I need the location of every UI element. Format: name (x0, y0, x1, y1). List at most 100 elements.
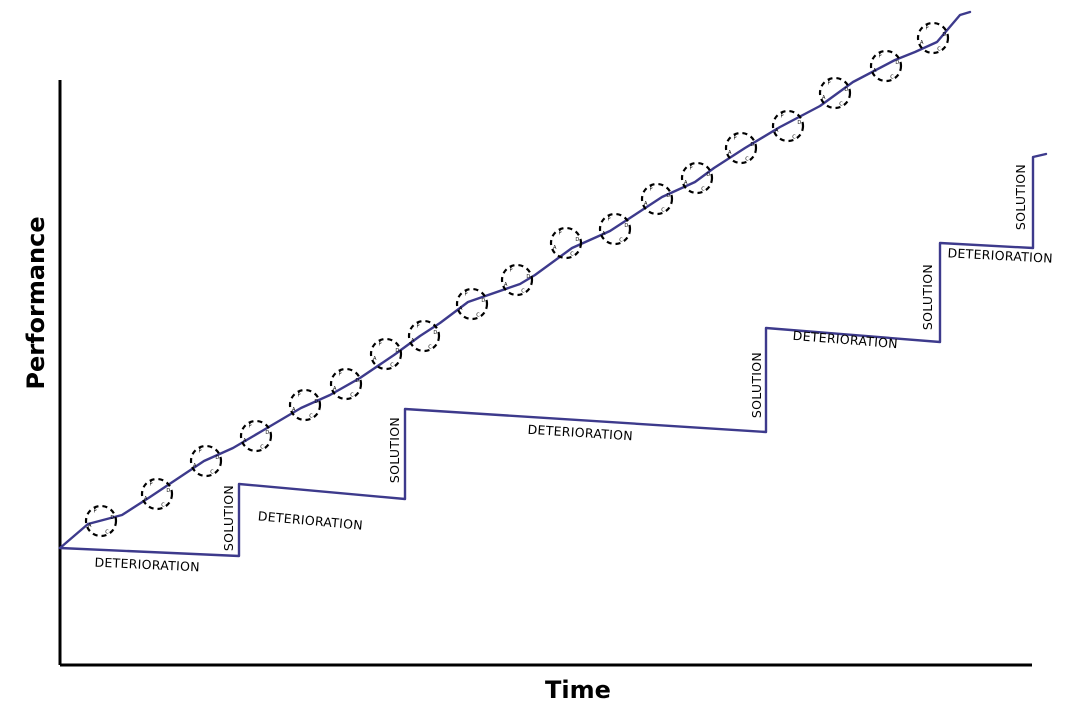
cycle-letter: D (666, 193, 670, 199)
cycle-ring (239, 419, 273, 453)
deterioration-label-4: DETERIORATION (792, 328, 898, 351)
cycle-ring (407, 319, 441, 353)
cycle-letter: C (839, 101, 843, 107)
cycle-letter: C (937, 46, 941, 52)
cycle-ring (771, 109, 805, 143)
cycle-letter: C (309, 413, 313, 419)
cycle-letter: C (619, 237, 623, 243)
cycle-letter: C (745, 156, 749, 162)
cycle-letter: A (459, 306, 463, 312)
cycle-ring (818, 76, 852, 110)
cycle-ring (84, 504, 118, 538)
cycle-letter: D (110, 515, 114, 521)
cycle-ring (724, 131, 758, 165)
cycle-letter: D (750, 142, 754, 148)
cycle-ring (640, 182, 674, 216)
cycle-letter: A (243, 438, 247, 444)
cycle-letter: P (149, 482, 152, 488)
solution-label-3: SOLUTION (749, 352, 764, 418)
cycle-letter: A (411, 338, 415, 344)
cycle-letter: P (378, 342, 381, 348)
cycle-letter: D (481, 298, 485, 304)
cycle-letter: C (661, 207, 665, 213)
cycle-letter: C (890, 74, 894, 80)
cycle-letter: P (925, 26, 928, 32)
cycle-ring (189, 444, 223, 478)
cycle-ring (549, 226, 583, 260)
pdca-cycles: P D C A P D C A P D C A P D C A P D C A P D C A P D C A P D C A P D C A P D C A… (84, 21, 950, 538)
cycle-letter: D (433, 330, 437, 336)
cycle-letter: A (920, 40, 924, 46)
cycle-letter: D (166, 488, 170, 494)
cycle-ring (869, 49, 903, 83)
cycle-letter: A (822, 95, 826, 101)
cycle-letter: A (775, 128, 779, 134)
cycle-letter: A (193, 463, 197, 469)
cycle-ring (916, 21, 950, 55)
deterioration-label-2: DETERIORATION (257, 508, 363, 532)
cycle-letter: P (416, 324, 419, 330)
cycle-letter: D (895, 60, 899, 66)
cycle-letter: C (701, 186, 705, 192)
cycle-letter: P (509, 268, 512, 274)
cycle-letter: C (476, 312, 480, 318)
deterioration-label-1: DETERIORATION (94, 555, 200, 575)
cycle-letter: D (624, 223, 628, 229)
cycle-letter: D (355, 378, 359, 384)
cycle-letter: P (93, 509, 96, 515)
cycle-letter: C (260, 444, 264, 450)
cycle-letter: C (521, 288, 525, 294)
x-axis-title: Time (545, 676, 611, 704)
cycle-letter: P (733, 136, 736, 142)
cycle-letter: A (504, 282, 508, 288)
cycle-letter: P (607, 217, 610, 223)
cycle-ring (369, 337, 403, 371)
y-axis-title: Performance (22, 216, 50, 389)
cycle-letter: C (105, 529, 109, 535)
cycle-ring (500, 263, 534, 297)
cycle-letter: D (265, 430, 269, 436)
cycle-letter: A (292, 407, 296, 413)
cycle-letter: P (464, 292, 467, 298)
cycle-letter: A (88, 523, 92, 529)
pdca-cycle-icon: P D C A (455, 287, 489, 321)
cycle-letter: A (144, 496, 148, 502)
cycle-letter: C (792, 134, 796, 140)
cycle-letter: P (780, 114, 783, 120)
cycle-letter: P (558, 231, 561, 237)
cycle-letter: C (390, 362, 394, 368)
pdca-cycle-icon: P D C A (500, 263, 534, 297)
solution-label-1: SOLUTION (221, 485, 236, 551)
cycle-letter: C (428, 344, 432, 350)
cycle-letter: A (553, 245, 557, 251)
cycle-ring (288, 388, 322, 422)
cycle-ring (680, 161, 714, 195)
cycle-letter: P (338, 372, 341, 378)
cycle-letter: D (844, 87, 848, 93)
cycle-letter: D (526, 274, 530, 280)
pdca-cycle-icon: P D C A (140, 477, 174, 511)
cycle-letter: D (215, 455, 219, 461)
cycle-ring (598, 212, 632, 246)
deterioration-label-5: DETERIORATION (947, 245, 1053, 265)
cycle-letter: C (161, 502, 165, 508)
cycle-letter: D (314, 399, 318, 405)
cycle-letter: D (706, 172, 710, 178)
cycle-letter: P (198, 449, 201, 455)
cycle-letter: P (649, 187, 652, 193)
continuous-improvement-line (58, 10, 972, 550)
solution-label-4: SOLUTION (920, 264, 935, 330)
